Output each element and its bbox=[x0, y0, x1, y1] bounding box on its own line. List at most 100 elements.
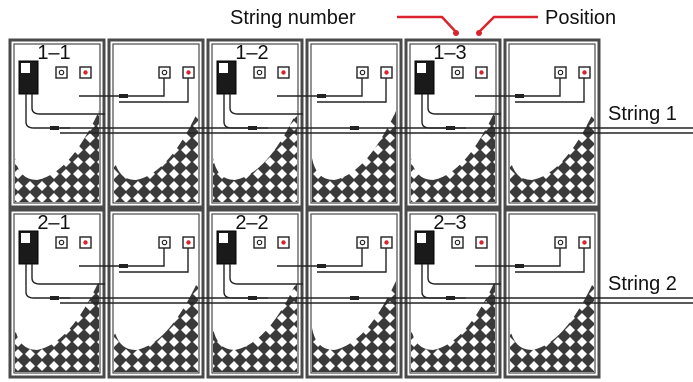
cable-plug-icon bbox=[119, 264, 128, 268]
solar-cells bbox=[312, 280, 396, 372]
cable-plug-icon bbox=[317, 94, 326, 98]
solar-cells bbox=[114, 110, 198, 202]
solar-cells bbox=[411, 280, 495, 372]
panel-cable bbox=[475, 248, 561, 267]
optimizer-label-icon bbox=[417, 63, 426, 73]
negative-terminal-icon bbox=[161, 69, 168, 76]
pv-panel bbox=[206, 208, 304, 379]
panel-cable bbox=[79, 78, 165, 97]
pv-panel bbox=[277, 208, 403, 379]
negative-connector-icon bbox=[356, 236, 369, 249]
positive-terminal-icon bbox=[83, 240, 88, 245]
negative-connector-icon bbox=[451, 236, 464, 249]
module-label: 1–3 bbox=[433, 42, 466, 64]
cable-plug-icon bbox=[515, 264, 524, 268]
panel-cable bbox=[277, 78, 363, 97]
positive-terminal-icon bbox=[384, 240, 389, 245]
pv-panel bbox=[475, 208, 601, 379]
module-label: 2–1 bbox=[37, 212, 70, 234]
position-leader bbox=[478, 15, 538, 33]
panel-inner-frame bbox=[508, 213, 596, 374]
string-label: String 1 bbox=[608, 103, 677, 125]
panel-cable bbox=[119, 78, 189, 103]
optimizer-lead bbox=[229, 264, 303, 285]
positive-terminal-icon bbox=[384, 70, 389, 75]
positive-terminal-icon bbox=[479, 240, 484, 245]
solar-cells bbox=[510, 280, 594, 372]
cable-plug-icon bbox=[50, 296, 59, 300]
negative-terminal-icon bbox=[557, 69, 564, 76]
panel-inner-frame bbox=[112, 213, 200, 374]
pv-panel bbox=[79, 208, 205, 379]
negative-terminal-icon bbox=[256, 69, 263, 76]
negative-connector-icon bbox=[158, 66, 171, 79]
panel-inner-frame bbox=[409, 43, 497, 204]
optimizer-label-icon bbox=[219, 63, 228, 73]
negative-terminal-icon bbox=[359, 69, 366, 76]
negative-connector-icon bbox=[158, 236, 171, 249]
negative-terminal-icon bbox=[161, 239, 168, 246]
pv-panel bbox=[79, 38, 205, 209]
negative-terminal-icon bbox=[454, 69, 461, 76]
panel-cable bbox=[317, 78, 387, 103]
string-label: String 2 bbox=[608, 273, 677, 295]
optimizer-label-icon bbox=[21, 233, 30, 243]
negative-connector-icon bbox=[451, 66, 464, 79]
optimizer-lead bbox=[229, 94, 303, 115]
panel-inner-frame bbox=[409, 213, 497, 374]
pv-panel bbox=[404, 208, 502, 379]
negative-connector-icon bbox=[253, 66, 266, 79]
panel-inner-frame bbox=[211, 43, 299, 204]
solar-cells bbox=[15, 110, 99, 202]
positive-terminal-icon bbox=[582, 70, 587, 75]
optimizer-label-icon bbox=[417, 233, 426, 243]
negative-terminal-icon bbox=[359, 239, 366, 246]
panel-cable bbox=[475, 78, 561, 97]
position-label: Position bbox=[545, 7, 616, 29]
panel-cable bbox=[119, 248, 189, 273]
positive-terminal-icon bbox=[582, 240, 587, 245]
cable-plug-icon bbox=[350, 126, 359, 130]
negative-connector-icon bbox=[55, 236, 68, 249]
panel-inner-frame bbox=[13, 213, 101, 374]
module-label: 2–2 bbox=[235, 212, 268, 234]
negative-connector-icon bbox=[554, 236, 567, 249]
optimizer-lead bbox=[427, 264, 501, 285]
negative-connector-icon bbox=[55, 66, 68, 79]
positive-terminal-icon bbox=[281, 240, 286, 245]
panel-inner-frame bbox=[310, 213, 398, 374]
string-number-dot bbox=[453, 30, 459, 36]
module-label: 1–1 bbox=[37, 42, 70, 64]
negative-connector-icon bbox=[356, 66, 369, 79]
positive-terminal-icon bbox=[281, 70, 286, 75]
pv-panel bbox=[475, 38, 601, 209]
position-dot bbox=[476, 30, 482, 36]
cable-plug-icon bbox=[317, 264, 326, 268]
string-number-leader bbox=[397, 15, 457, 33]
optimizer-lead bbox=[25, 94, 70, 129]
panel-cable bbox=[515, 248, 585, 273]
pv-panel bbox=[8, 208, 106, 379]
pv-panel bbox=[404, 38, 502, 209]
positive-terminal-icon bbox=[186, 240, 191, 245]
negative-connector-icon bbox=[253, 236, 266, 249]
solar-cells bbox=[213, 280, 297, 372]
optimizer-lead bbox=[31, 264, 105, 285]
string-number-label: String number bbox=[230, 7, 356, 29]
panel-inner-frame bbox=[112, 43, 200, 204]
solar-cells bbox=[411, 110, 495, 202]
cable-plug-icon bbox=[50, 126, 59, 130]
panel-cable bbox=[79, 248, 165, 267]
positive-terminal-icon bbox=[186, 70, 191, 75]
solar-cells bbox=[312, 110, 396, 202]
cable-plug-icon bbox=[119, 94, 128, 98]
panel-cable bbox=[277, 248, 363, 267]
optimizer-label-icon bbox=[219, 233, 228, 243]
module-label: 2–3 bbox=[433, 212, 466, 234]
module-label: 1–2 bbox=[235, 42, 268, 64]
optimizer-label-icon bbox=[21, 63, 30, 73]
positive-terminal-icon bbox=[83, 70, 88, 75]
negative-connector-icon bbox=[554, 66, 567, 79]
